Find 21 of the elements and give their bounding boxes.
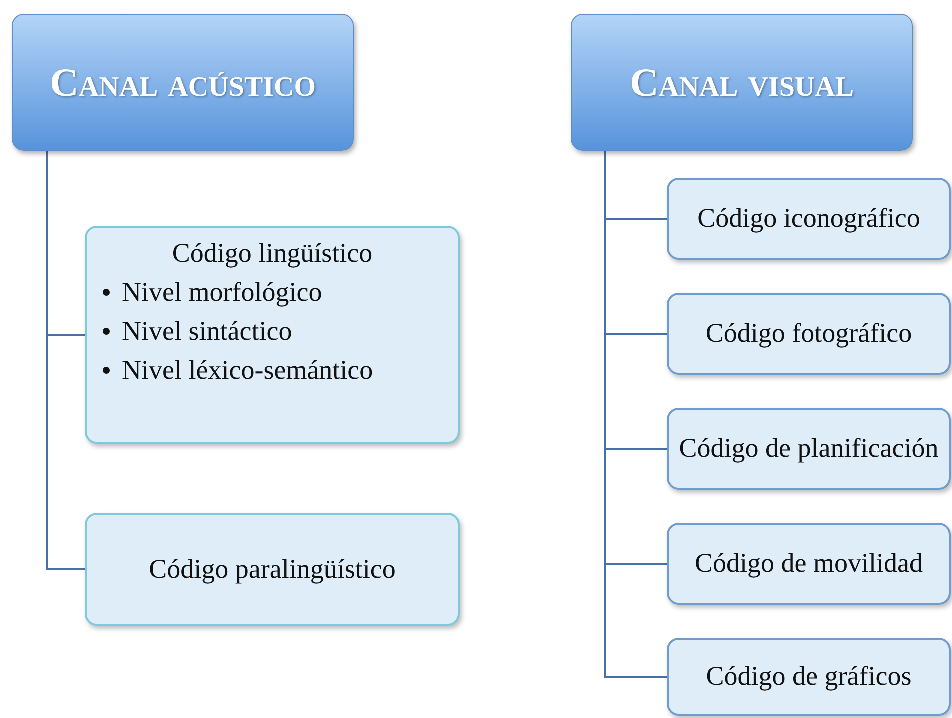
box-label: Código de movilidad	[695, 548, 923, 580]
code-box	[667, 638, 951, 716]
code-box	[667, 293, 951, 375]
code-box	[667, 523, 951, 605]
header-box	[571, 14, 913, 151]
box-label: Código paralingüístico	[149, 554, 396, 586]
box-label: Código de planificación	[679, 433, 939, 465]
code-box	[667, 408, 951, 490]
code-box	[85, 226, 460, 444]
code-box	[85, 513, 460, 626]
list-item: Nivel morfológico	[122, 276, 322, 309]
box-label: Código iconográfico	[698, 203, 920, 235]
box-label: Código fotográfico	[706, 318, 912, 350]
list-item: Nivel sintáctico	[122, 315, 292, 348]
box-label: Código de gráficos	[706, 661, 912, 693]
box-heading: Código lingüístico	[171, 238, 374, 269]
header-title: Canal acústico	[50, 59, 316, 106]
header-box	[12, 14, 354, 151]
list-item: Nivel léxico-semántico	[122, 354, 374, 388]
header-title: Canal visual	[630, 59, 854, 106]
code-box	[667, 178, 951, 260]
